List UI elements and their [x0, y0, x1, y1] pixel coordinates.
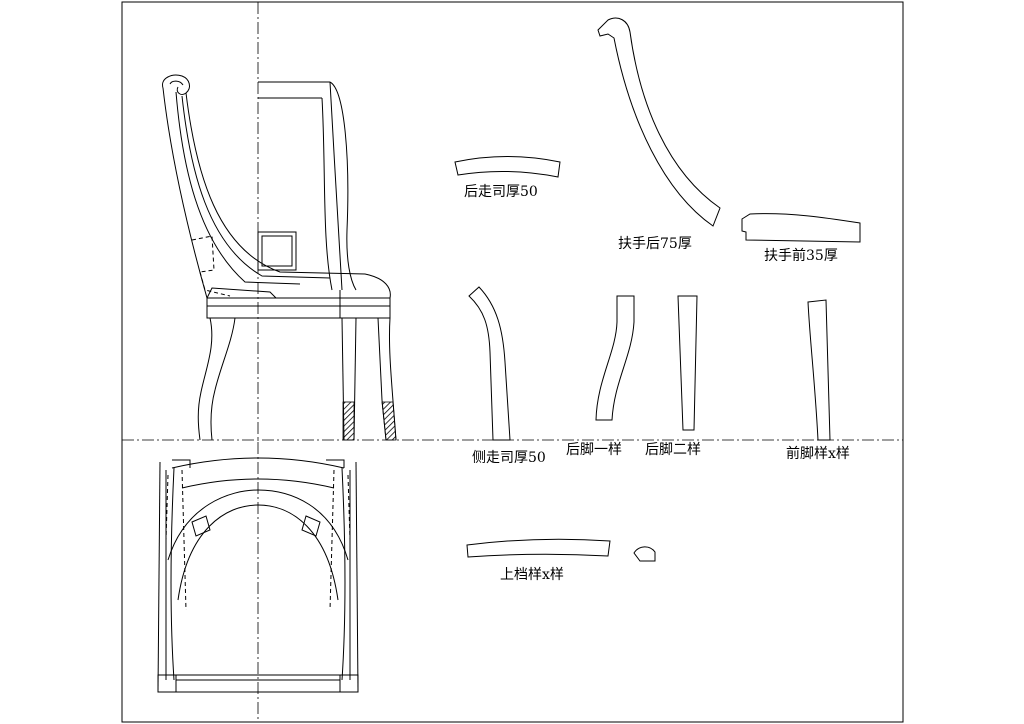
front-leg-label: 前脚样x样	[786, 445, 850, 462]
rear-leg-2-label: 后脚二样	[645, 442, 701, 458]
back-front-curve	[185, 92, 391, 299]
part-rear-leg-2: 后脚二样	[645, 295, 701, 458]
armrest-rear-label: 扶手后75厚	[618, 236, 692, 252]
front-leg-hatch	[381, 401, 397, 441]
rear-leg-1-shape	[595, 295, 635, 421]
top-rail-label: 上档样x样	[500, 567, 564, 583]
drawing-frame	[121, 1, 904, 723]
top-left-inner	[170, 467, 175, 681]
back-outer-curve	[162, 87, 208, 299]
rear-leg-1-label: 后脚一样	[566, 442, 622, 458]
top-rail-shape	[466, 538, 611, 558]
part-rear-rail: 后走司厚50	[454, 156, 561, 200]
top-back-rail-outer	[171, 457, 345, 469]
top-arm-left-dashed	[181, 469, 187, 611]
top-right-inner	[341, 467, 346, 681]
back-splat-block-inner	[261, 235, 293, 267]
top-right-outer	[355, 461, 359, 693]
top-back-post-left	[172, 459, 191, 468]
top-seat-curve-inner	[177, 504, 339, 601]
middle-leg-hatch	[342, 401, 355, 441]
top-block-left	[191, 515, 211, 537]
back-curve-3	[181, 95, 331, 279]
armrest-front-shape	[741, 213, 861, 243]
armrest-front-label: 扶手前35厚	[764, 247, 838, 264]
top-arm-right-dashed-2	[347, 474, 351, 541]
part-armrest-front: 扶手前35厚	[741, 213, 861, 264]
back-scroll-inner	[169, 80, 184, 86]
seat-top-board	[206, 297, 391, 307]
back-curve-2	[175, 91, 301, 285]
top-back-post-right	[326, 459, 345, 468]
back-dashed-panel	[191, 235, 231, 297]
armrest-rear-shape	[597, 17, 721, 227]
top-arm-right-dashed	[329, 469, 335, 611]
part-side-rail: 侧走司厚50	[468, 286, 546, 466]
front-leg-shape	[807, 299, 831, 441]
seat-cushion-edge	[206, 287, 277, 299]
rear-rail-shape	[454, 156, 561, 178]
top-left-outer	[157, 461, 161, 693]
seat-apron	[206, 305, 391, 319]
back-scroll	[162, 74, 190, 95]
top-back-rail-inner	[181, 478, 335, 489]
side-rail-label: 侧走司厚50	[472, 450, 546, 466]
top-seat-curve	[167, 489, 349, 561]
part-armrest-rear: 扶手后75厚	[597, 17, 721, 252]
side-rail-shape	[468, 286, 511, 441]
back-upright-inner	[321, 97, 333, 291]
chair-side-view	[162, 74, 397, 441]
top-arm-left-dashed-2	[165, 474, 169, 541]
rear-leg-inner	[210, 317, 236, 441]
rear-leg-2-shape	[677, 295, 698, 431]
back-upright-outer	[329, 81, 357, 291]
rear-rail-label: 后走司厚50	[464, 184, 538, 200]
top-block-right	[301, 515, 321, 537]
part-top-rail: 上档样x样	[466, 538, 611, 583]
top-front-leg-left	[157, 674, 177, 693]
part-front-leg: 前脚样x样	[786, 299, 850, 462]
back-splat-block	[257, 231, 297, 271]
back-upright-mid	[329, 81, 343, 291]
top-front-leg-right	[339, 674, 359, 693]
chair-top-view	[157, 457, 359, 693]
part-rear-leg-1: 后脚一样	[566, 295, 635, 458]
part-small-block	[633, 546, 656, 562]
rear-leg-outer	[197, 317, 213, 441]
